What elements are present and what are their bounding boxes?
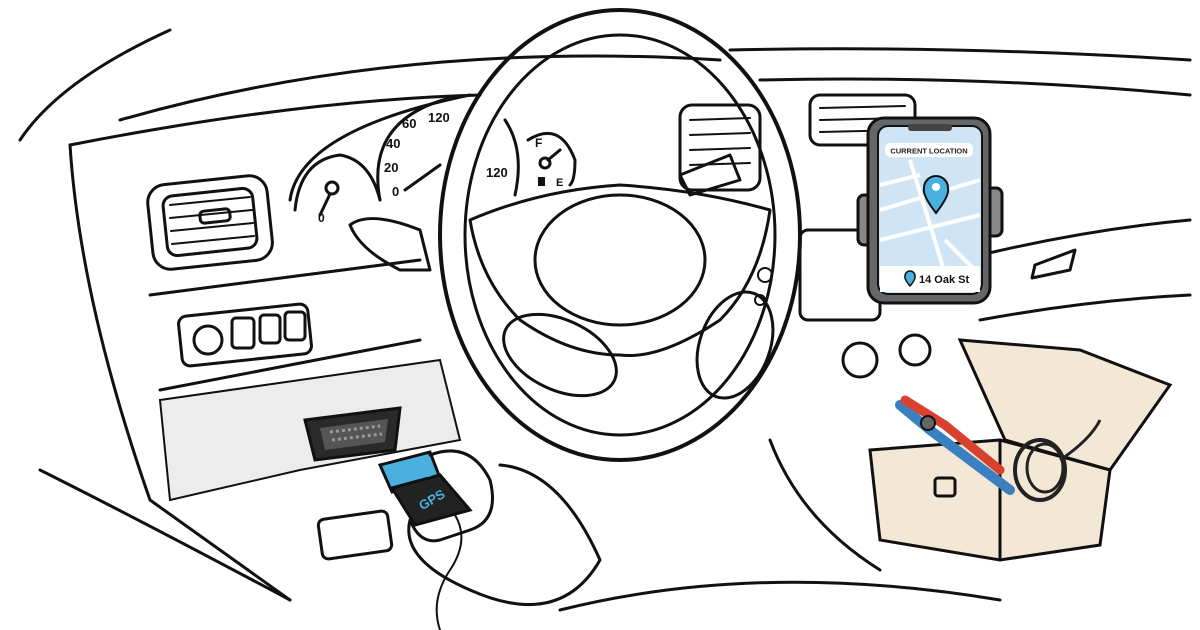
round-knob[interactable] bbox=[192, 324, 224, 356]
speedometer: 0 20 40 60 120 bbox=[376, 96, 452, 202]
steering-wheel[interactable] bbox=[438, 8, 802, 462]
cable-coil bbox=[1013, 419, 1102, 502]
speed-label-0: 0 bbox=[392, 184, 399, 199]
fuel-empty-label: E bbox=[556, 177, 563, 189]
gps-obd-device[interactable]: GPS bbox=[377, 450, 473, 630]
left-air-vent[interactable] bbox=[146, 174, 274, 271]
console-knob-1[interactable] bbox=[841, 341, 879, 379]
hand bbox=[407, 449, 602, 606]
fuel-pump-icon bbox=[538, 177, 545, 186]
gps-pin-icon bbox=[423, 467, 433, 477]
right-gauge-label-120: 120 bbox=[486, 165, 508, 180]
right-vent[interactable] bbox=[1030, 248, 1077, 280]
address-text: 14 Oak St bbox=[919, 274, 969, 286]
toolbox bbox=[868, 338, 1173, 562]
fuel-gauge: F E bbox=[526, 131, 577, 189]
turn-signal-stalk[interactable] bbox=[348, 217, 432, 272]
pliers-icon bbox=[895, 395, 1015, 495]
switch-2[interactable] bbox=[258, 313, 282, 345]
smartphone[interactable]: CURRENT LOCATION 14 Oak St bbox=[866, 116, 992, 305]
instrument-cluster: 0 0 20 40 60 120 120 F E bbox=[288, 93, 577, 225]
speed-label-20: 20 bbox=[384, 160, 398, 175]
wiper-stalk[interactable] bbox=[678, 153, 742, 197]
speed-label-40: 40 bbox=[386, 136, 400, 151]
console-knob-2[interactable] bbox=[898, 333, 932, 367]
location-pin-icon bbox=[904, 270, 916, 288]
dashboard-outline bbox=[18, 28, 1192, 612]
dash-switches[interactable] bbox=[177, 302, 313, 368]
tach-label-0: 0 bbox=[318, 211, 325, 225]
fuel-full-label: F bbox=[535, 136, 542, 150]
speed-label-120: 120 bbox=[428, 110, 450, 125]
tachometer: 0 bbox=[293, 153, 382, 225]
speed-label-60: 60 bbox=[402, 116, 416, 131]
switch-3[interactable] bbox=[283, 310, 307, 342]
center-console bbox=[798, 228, 1077, 379]
obd-port[interactable] bbox=[303, 406, 402, 462]
map-pin-icon bbox=[922, 175, 950, 215]
switch-1[interactable] bbox=[230, 316, 256, 350]
phone-notch bbox=[908, 124, 952, 131]
pedal bbox=[316, 509, 394, 561]
right-gauge: 120 bbox=[486, 118, 520, 197]
current-location-header: CURRENT LOCATION bbox=[890, 147, 967, 156]
